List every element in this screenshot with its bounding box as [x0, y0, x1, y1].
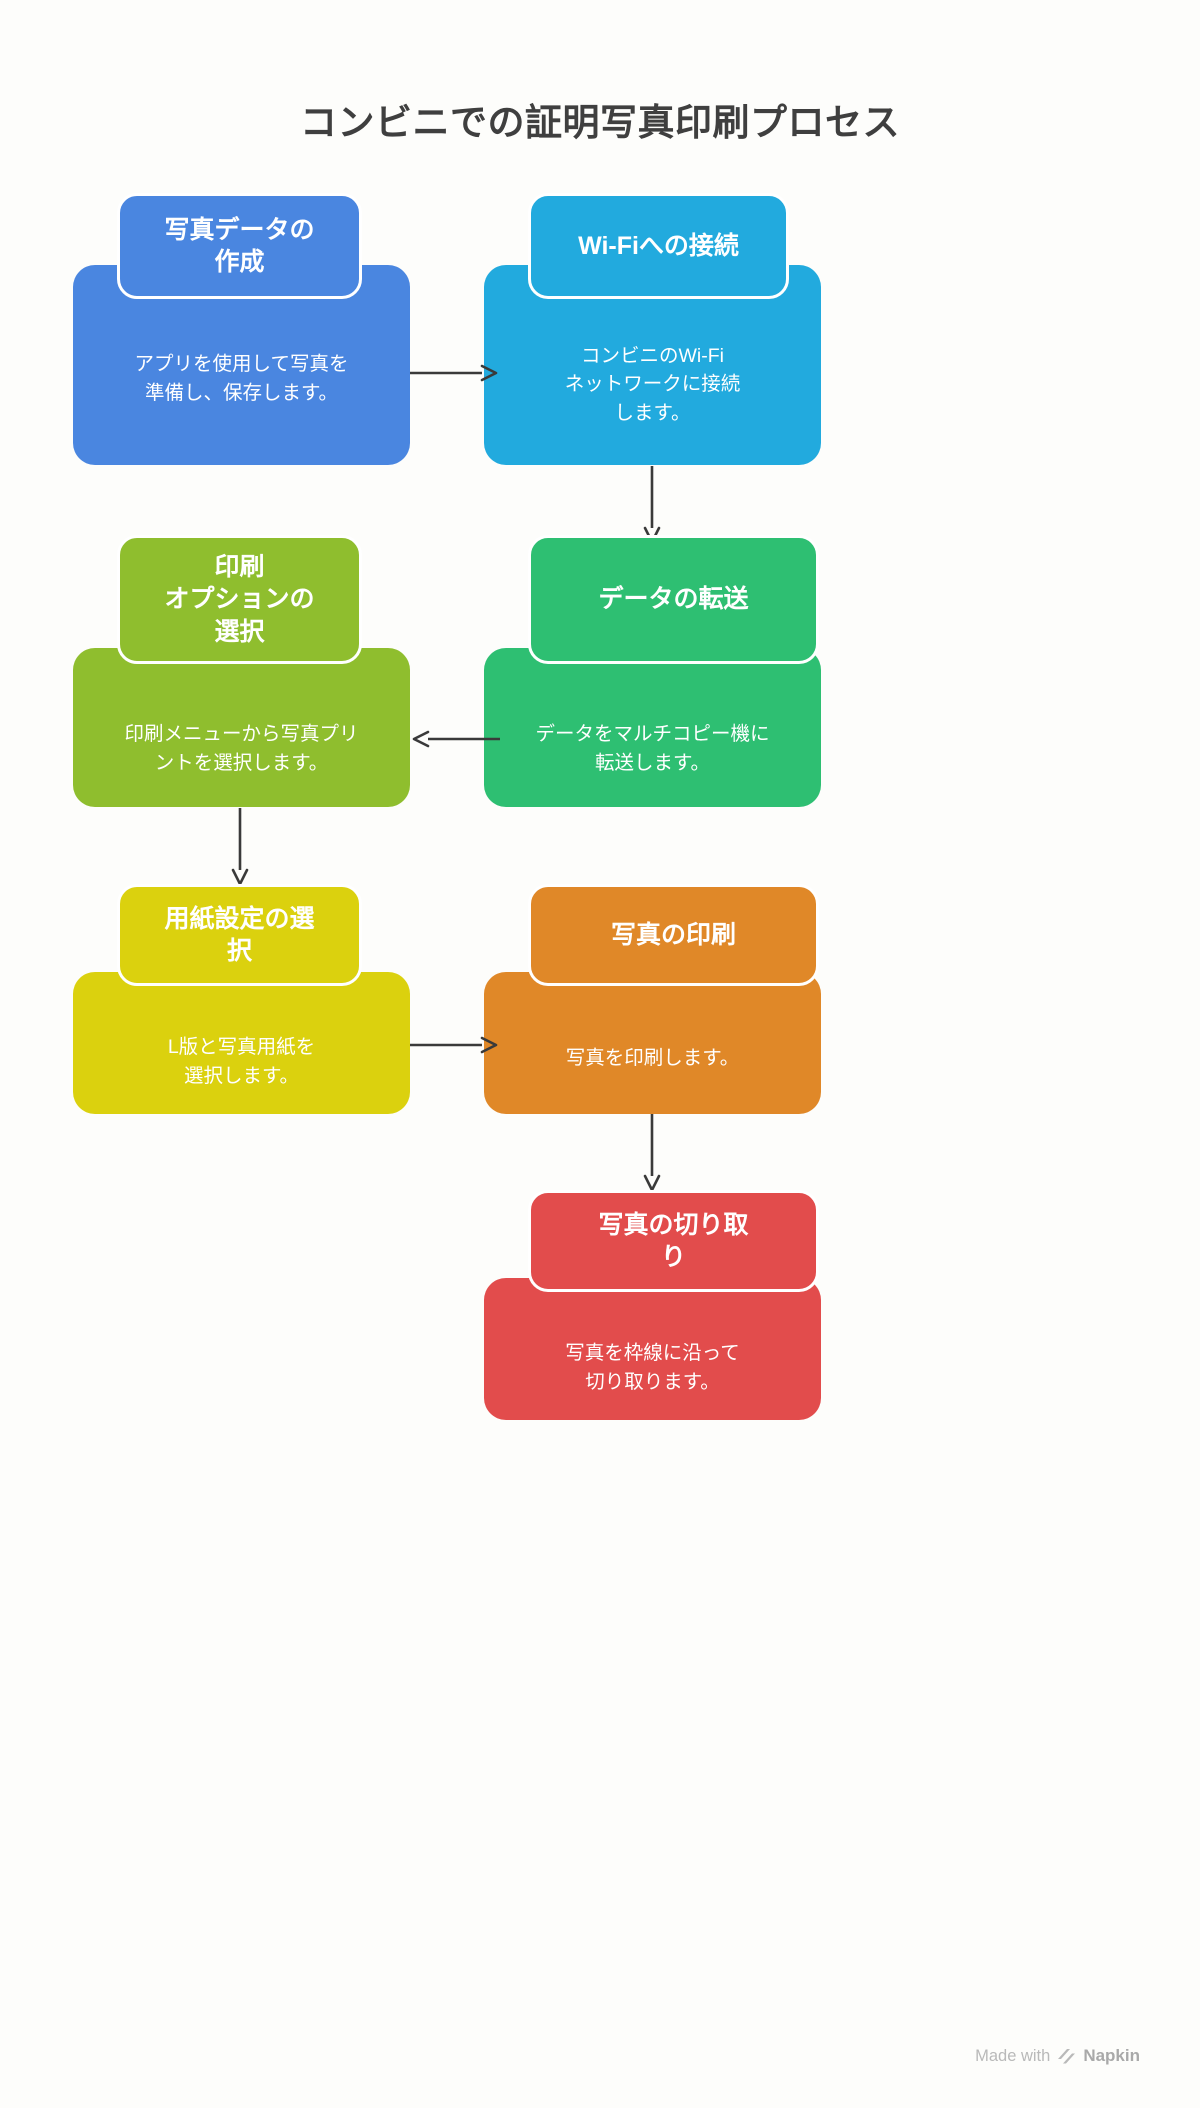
flow-node-description-step-3: データをマルチコピー機に 転送します。: [535, 723, 770, 774]
flow-node-header-step-2[interactable]: Wi-Fiへの接続: [528, 193, 789, 299]
flow-node-title-step-2: Wi-Fiへの接続: [578, 231, 739, 260]
arrow-step-6-to-step-7: [643, 1114, 661, 1192]
flow-node-title-step-6: 写真の印刷: [610, 920, 736, 949]
flow-node-description-step-6: 写真を印刷します。: [565, 1046, 740, 1069]
flow-node-header-step-1[interactable]: 写真データの 作成: [117, 193, 362, 299]
watermark-made-with-label: Made with: [975, 2046, 1051, 2065]
flow-node-body-step-7: 写真を枠線に沿って 切り取ります。: [484, 1278, 821, 1420]
flow-node-description-step-5: L版と写真用紙を 選択します。: [167, 1036, 316, 1087]
flow-node-body-step-6: 写真を印刷します。: [484, 972, 821, 1114]
flow-node-header-step-4[interactable]: 印刷 オプションの 選択: [117, 535, 362, 664]
flow-node-title-step-3: データの転送: [598, 585, 749, 614]
flow-node-body-step-3: データをマルチコピー機に 転送します。: [484, 648, 821, 807]
flow-node-title-step-5: 用紙設定の選 択: [164, 904, 315, 966]
flow-node-description-step-2: コンビニのWi-Fi ネットワークに接続 します。: [564, 345, 741, 424]
flow-node-header-step-6[interactable]: 写真の印刷: [528, 884, 819, 986]
flow-node-title-step-7: 写真の切り取 り: [598, 1210, 749, 1272]
napkin-logo-icon: [1057, 2048, 1076, 2065]
flow-node-body-step-5: L版と写真用紙を 選択します。: [73, 972, 410, 1114]
flow-node-description-step-1: アプリを使用して写真を 準備し、保存します。: [134, 353, 349, 404]
flow-node-description-step-4: 印刷メニューから写真プリ ントを選択します。: [124, 723, 359, 774]
flow-node-header-step-5[interactable]: 用紙設定の選 択: [117, 884, 362, 986]
flow-node-description-step-7: 写真を枠線に沿って 切り取ります。: [565, 1342, 740, 1393]
arrow-step-4-to-step-5: [231, 808, 249, 886]
watermark-brand-label: Napkin: [1083, 2046, 1140, 2065]
flow-node-header-step-7[interactable]: 写真の切り取 り: [528, 1190, 819, 1292]
arrow-step-1-to-step-2: [410, 364, 498, 382]
page-title: コンビニでの証明写真印刷プロセス: [300, 102, 900, 143]
flow-node-body-step-4: 印刷メニューから写真プリ ントを選択します。: [73, 648, 410, 807]
arrow-step-2-to-step-3: [643, 466, 661, 544]
flow-node-title-step-1: 写真データの 作成: [164, 215, 315, 277]
napkin-watermark: Made with Napkin: [975, 2046, 1140, 2066]
flow-node-header-step-3[interactable]: データの転送: [528, 535, 819, 664]
arrow-step-5-to-step-6: [410, 1036, 498, 1054]
flow-node-title-step-4: 印刷 オプションの 選択: [164, 552, 315, 646]
arrow-step-3-to-step-4: [412, 730, 500, 748]
